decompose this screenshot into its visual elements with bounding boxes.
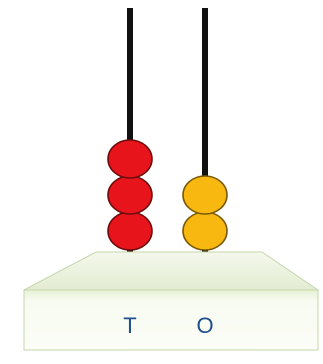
bead-tens-1	[107, 211, 153, 251]
bead-ones-2	[182, 175, 228, 215]
place-label-ones: O	[196, 313, 213, 338]
rod-tens	[127, 8, 133, 258]
place-label-tens: T	[123, 313, 136, 338]
base-front-face	[23, 289, 319, 351]
beads-group	[107, 139, 228, 251]
bead-ones-1	[182, 211, 228, 251]
bead-tens-3	[107, 139, 153, 179]
base-top-face	[23, 251, 320, 291]
rod-ones	[202, 8, 208, 258]
bead-tens-2	[107, 175, 153, 215]
